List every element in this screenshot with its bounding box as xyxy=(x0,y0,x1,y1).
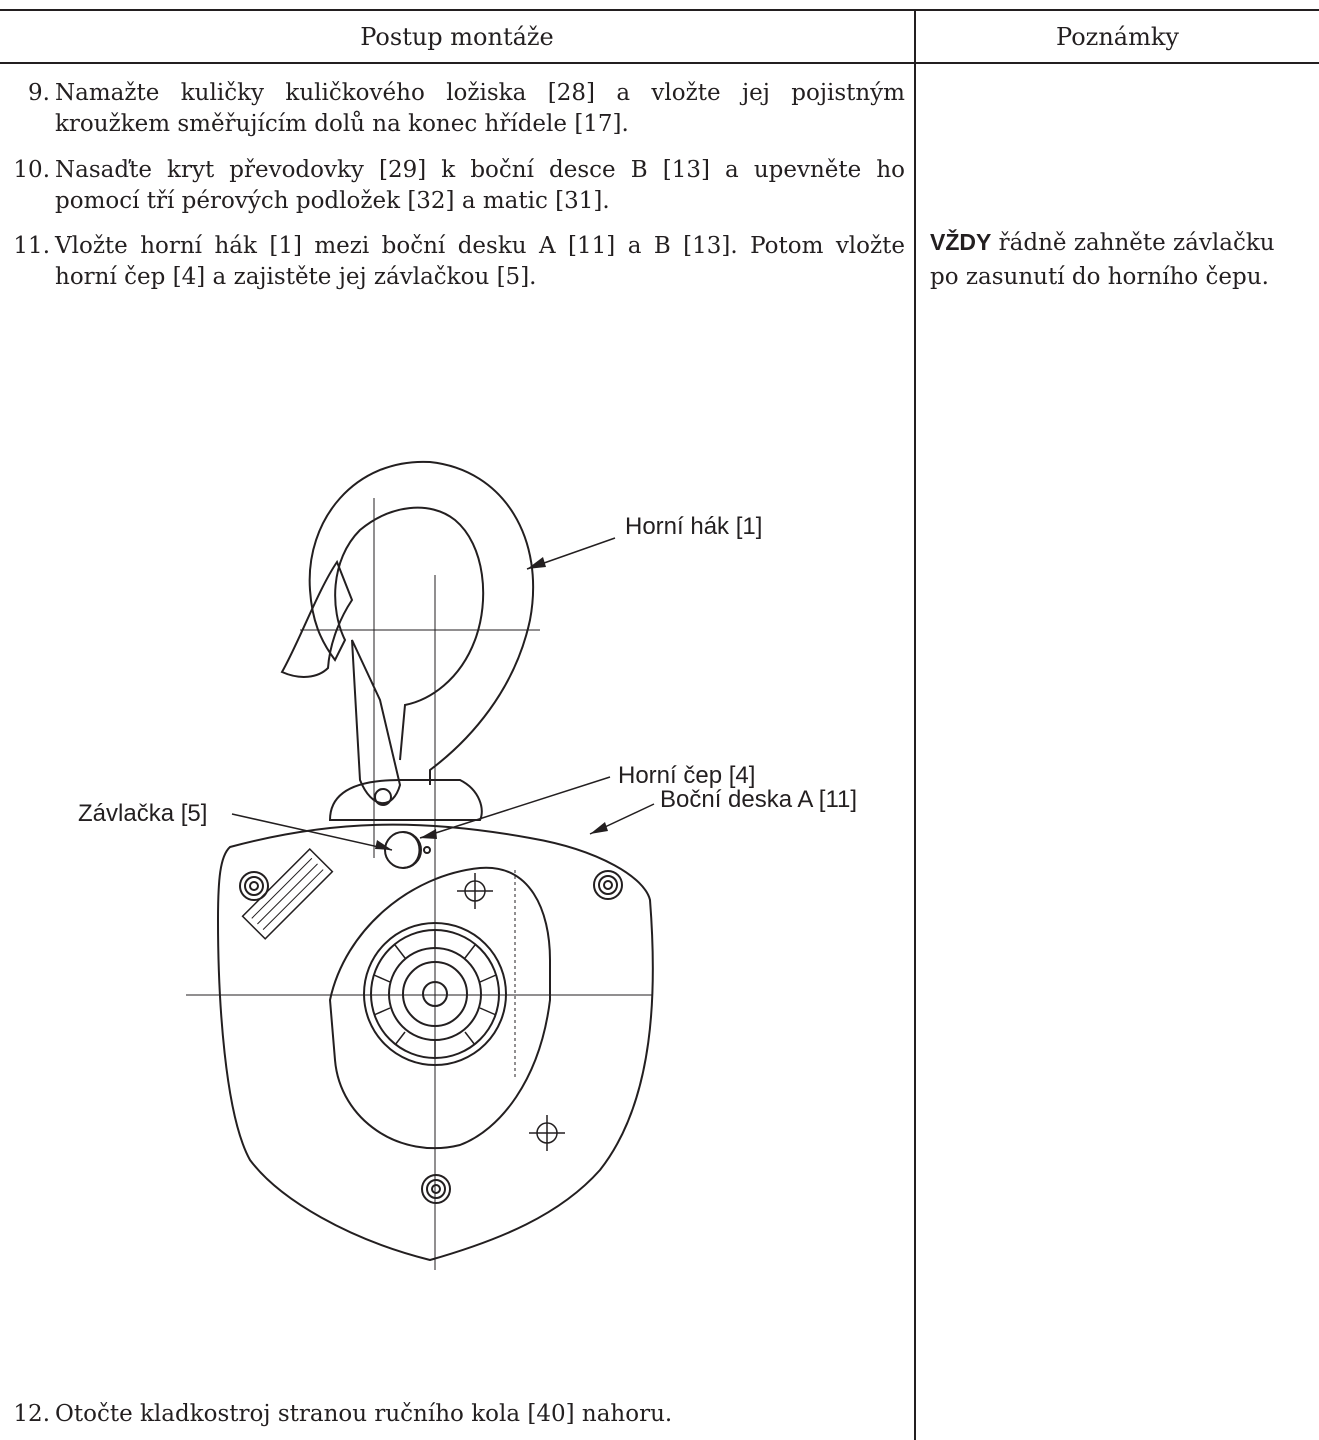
hook-safety-latch xyxy=(351,639,402,805)
note-emphasis: VŽDY xyxy=(930,229,992,255)
column-divider xyxy=(914,9,916,1440)
label-upper-hook: Horní hák [1] xyxy=(625,513,763,540)
label-split-pin: Závlačka [5] xyxy=(78,800,208,827)
label-side-plate: Boční deska A [11] xyxy=(660,786,858,813)
header-notes: Poznámky xyxy=(1056,23,1179,51)
upper-hook-outline xyxy=(308,460,535,785)
gear-cover-contour xyxy=(328,866,551,1150)
step-text: Nasaďte kryt převodovky [29] k boční des… xyxy=(55,157,905,214)
split-pin xyxy=(402,831,421,869)
warning-label xyxy=(241,847,334,940)
bolt-left xyxy=(239,871,269,901)
leader-split-pin xyxy=(231,813,393,851)
leader-upper-pin xyxy=(419,776,611,839)
header-procedure: Postup montáže xyxy=(360,23,554,51)
bearing-balls xyxy=(373,930,497,1058)
bolt-bottom xyxy=(421,1174,451,1204)
step-10: 10. Nasaďte kryt převodovky [29] k boční… xyxy=(0,155,905,217)
step-text: Vložte horní hák [1] mezi boční desku A … xyxy=(55,233,905,290)
hole-lower xyxy=(529,1115,565,1151)
hook-latch xyxy=(280,559,354,678)
step-11: 11. Vložte horní hák [1] mezi boční desk… xyxy=(0,231,905,293)
step-number: 12. xyxy=(13,1401,50,1427)
side-plate-outline xyxy=(216,823,654,1262)
step-text: Namažte kuličky kuličkového ložiska [28]… xyxy=(55,80,905,137)
table-top-rule xyxy=(0,9,1319,11)
step-number: 11. xyxy=(13,233,50,259)
step-text: Otočte kladkostroj stranou ručního kola … xyxy=(55,1401,673,1427)
note-split-pin: VŽDY řádně zahněte závlačku po zasunutí … xyxy=(930,225,1310,294)
step-number: 9. xyxy=(28,80,50,106)
bolt-right xyxy=(593,870,623,900)
note-text: řádně zahněte závlačku po zasunutí do ho… xyxy=(930,230,1275,290)
hook-shank xyxy=(328,779,483,821)
step-12: 12. Otočte kladkostroj stranou ručního k… xyxy=(0,1399,905,1430)
step-9: 9. Namažte kuličky kuličkového ložiska [… xyxy=(0,78,905,140)
label-upper-pin: Horní čep [4] xyxy=(618,762,756,789)
hole-upper xyxy=(457,873,493,909)
table-header-rule xyxy=(0,62,1319,64)
step-number: 10. xyxy=(13,157,50,183)
hoist-assembly-drawing xyxy=(186,460,655,1270)
